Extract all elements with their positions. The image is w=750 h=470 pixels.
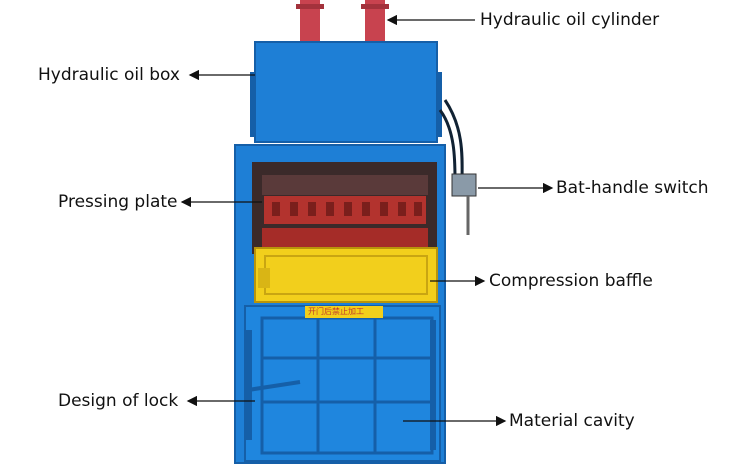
label-hydraulic-oil-cylinder: Hydraulic oil cylinder xyxy=(480,10,660,30)
label-design-of-lock: Design of lock xyxy=(58,391,179,411)
material-cavity-door xyxy=(244,305,441,462)
label-hydraulic-oil-box: Hydraulic oil box xyxy=(38,65,180,85)
oil-box xyxy=(254,41,438,143)
bat-handle-switch xyxy=(451,173,477,197)
label-material-cavity: Material cavity xyxy=(509,411,635,431)
cylinder-right xyxy=(365,0,385,46)
label-pressing-plate: Pressing plate xyxy=(58,192,178,212)
label-compression-baffle: Compression baffle xyxy=(489,271,653,291)
lock-handle xyxy=(247,380,301,392)
warning-sign: 开门后禁止加工 xyxy=(308,307,364,316)
label-bat-handle-switch: Bat-handle switch xyxy=(556,178,709,198)
cylinder-left xyxy=(300,0,320,46)
